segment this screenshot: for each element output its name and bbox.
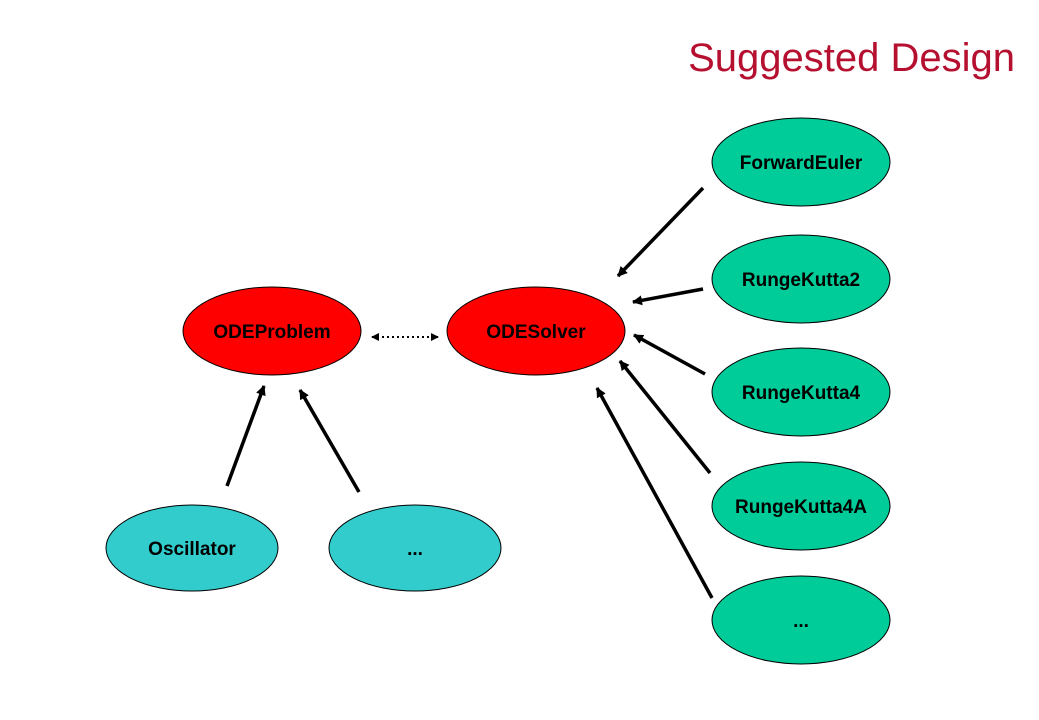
node-runge-kutta4-label: RungeKutta4 [742,383,861,404]
arrow-runge-kutta4a-to-ode-solver [618,359,712,475]
node-runge-kutta4: RungeKutta4 [711,347,891,437]
node-ode-problem: ODEProblem [182,286,362,376]
node-ode-solver-label: ODESolver [486,322,586,343]
node-runge-kutta2-label: RungeKutta2 [742,270,860,291]
node-oscillator-label: Oscillator [148,539,236,560]
node-ode-problem-label: ODEProblem [213,322,330,343]
node-solver-more-label: ... [793,611,809,632]
node-solver-more: ... [711,575,891,665]
arrow-oscillator-to-ode-problem [225,385,266,487]
arrow-problem-more-to-ode-problem [298,389,361,493]
arrow-runge-kutta2-to-ode-solver [632,287,704,306]
node-runge-kutta4a: RungeKutta4A [711,461,891,551]
node-forward-euler-label: ForwardEuler [740,153,863,174]
arrow-forward-euler-to-ode-solver [616,186,705,278]
slide-title: Suggested Design [688,36,1015,80]
node-runge-kutta4a-label: RungeKutta4A [735,497,867,518]
node-oscillator: Oscillator [105,504,279,592]
arrow-solver-more-to-ode-solver [595,387,714,599]
node-problem-more-label: ... [407,539,423,560]
node-runge-kutta2: RungeKutta2 [711,234,891,324]
node-ode-solver: ODESolver [446,286,626,376]
node-forward-euler: ForwardEuler [711,117,891,207]
arrow-runge-kutta4-to-ode-solver [633,333,706,376]
node-problem-more: ... [328,504,502,592]
